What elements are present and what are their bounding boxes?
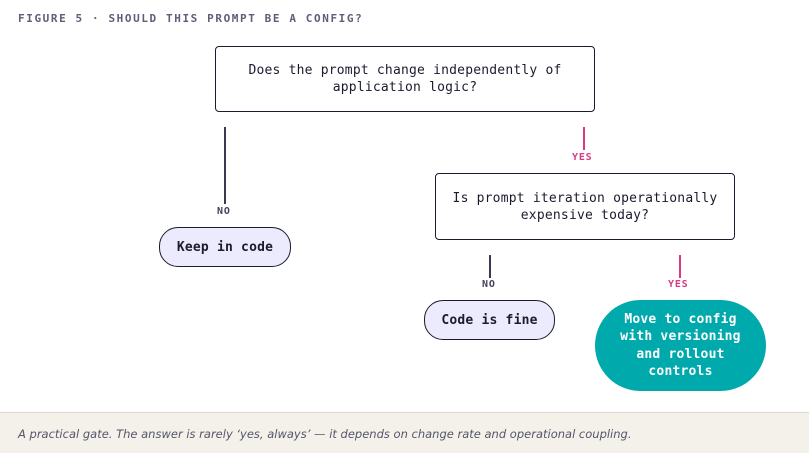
outcome-move-to-config-text: Move to config with versioning and rollo… xyxy=(620,311,741,380)
connector-q2-yes xyxy=(679,255,681,278)
branch-label-q2-no: NO xyxy=(482,279,496,290)
decision-node-prompt-independence: Does the prompt change independently of … xyxy=(215,46,595,112)
outcome-code-is-fine-text: Code is fine xyxy=(441,312,538,328)
branch-label-q1-yes: YES xyxy=(572,152,593,163)
outcome-keep-in-code: Keep in code xyxy=(159,227,291,267)
outcome-keep-in-code-text: Keep in code xyxy=(176,239,274,255)
figure-title: FIGURE 5 · SHOULD THIS PROMPT BE A CONFI… xyxy=(18,12,364,25)
connector-q1-no xyxy=(224,127,226,204)
branch-label-q2-yes: YES xyxy=(668,279,689,290)
decision-node-prompt-independence-text: Does the prompt change independently of … xyxy=(248,63,562,95)
connector-q1-yes xyxy=(583,127,585,150)
decision-node-iteration-cost: Is prompt iteration operationally expens… xyxy=(435,173,735,240)
decision-node-iteration-cost-text: Is prompt iteration operationally expens… xyxy=(452,190,718,223)
figure-caption: A practical gate. The answer is rarely ‘… xyxy=(18,427,632,441)
connector-q2-no xyxy=(489,255,491,278)
outcome-move-to-config: Move to config with versioning and rollo… xyxy=(595,300,766,391)
outcome-code-is-fine: Code is fine xyxy=(424,300,555,340)
branch-label-q1-no: NO xyxy=(217,206,231,217)
caption-bar: A practical gate. The answer is rarely ‘… xyxy=(0,412,809,453)
